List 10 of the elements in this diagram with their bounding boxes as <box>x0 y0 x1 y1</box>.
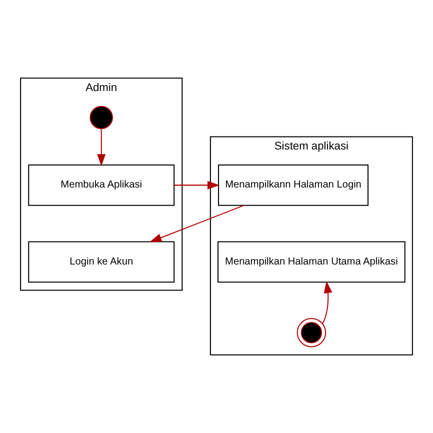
node-box: Login ke Akun <box>28 241 175 283</box>
node-box: Menampilkann Halaman Login <box>218 164 369 206</box>
arrow <box>97 128 106 166</box>
arrow <box>322 280 332 324</box>
node-circle <box>296 318 326 348</box>
node-circle <box>90 106 113 130</box>
arrow <box>174 180 220 190</box>
node-box: Menampilkan Halaman Utama Aplikasi <box>218 241 406 283</box>
arrow <box>150 204 244 242</box>
node-box: Membuka Aplikasi <box>28 164 175 206</box>
